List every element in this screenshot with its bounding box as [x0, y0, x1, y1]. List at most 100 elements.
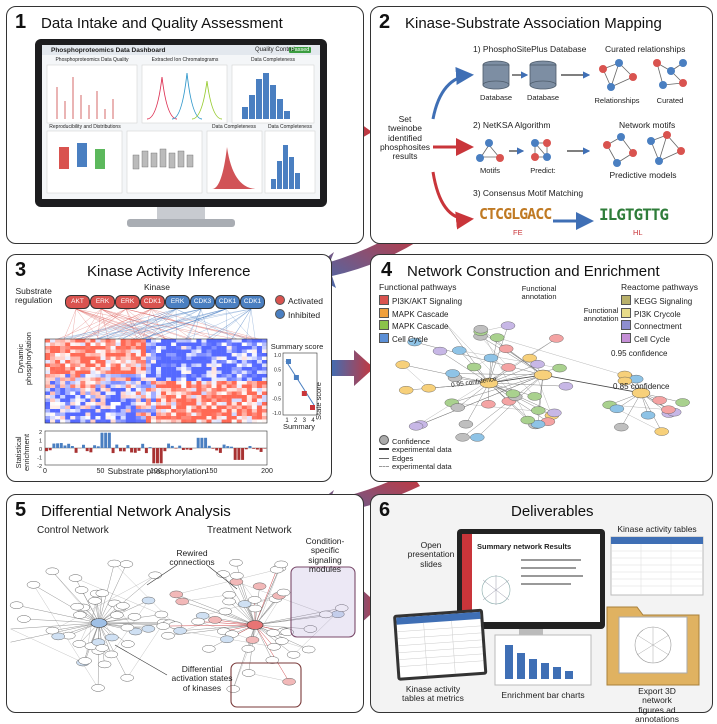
heatmap-cell	[95, 360, 100, 364]
heatmap-cell	[217, 385, 222, 389]
heatmap-cell	[156, 381, 161, 385]
heatmap-cell	[206, 364, 211, 368]
heatmap-cell	[146, 406, 151, 410]
heatmap-cell	[206, 378, 211, 382]
network-edge	[24, 619, 99, 623]
heatmap-cell	[212, 413, 217, 417]
heatmap-cell	[80, 381, 85, 385]
heatmap-cell	[257, 346, 262, 350]
network-node	[547, 409, 561, 417]
heatmap-cell	[161, 350, 166, 354]
heatmap-cell	[50, 399, 55, 403]
heatmap-cell	[191, 353, 196, 357]
legend-activated-text: Activated	[288, 296, 323, 306]
heatmap-cell	[222, 353, 227, 357]
condition-module-box	[291, 567, 355, 637]
heatmap-cell	[171, 395, 176, 399]
heatmap-cell	[146, 367, 151, 371]
heatmap-cell	[227, 406, 232, 410]
sequence-logo-1: CTCGLGACC	[479, 205, 551, 223]
heatmap-cell	[111, 413, 116, 417]
network-node	[121, 641, 134, 648]
heatmap-cell	[141, 420, 146, 424]
heatmap-cell	[141, 392, 146, 396]
heatmap-cell	[151, 385, 156, 389]
heatmap-cell	[111, 402, 116, 406]
heatmap-cell	[65, 392, 70, 396]
heatmap-cell	[151, 346, 156, 350]
heatmap-cell	[201, 392, 206, 396]
heatmap-cell	[95, 420, 100, 424]
heatmap-cell	[136, 378, 141, 382]
heatmap-cell	[196, 388, 201, 392]
heatmap-cell	[126, 420, 131, 424]
bar-y-tick: -2	[37, 464, 42, 470]
heatmap-cell	[201, 339, 206, 343]
heatmap-cell	[136, 374, 141, 378]
heatmap-cell	[75, 392, 80, 396]
heatmap-cell	[212, 357, 217, 361]
heatmap-cell	[90, 388, 95, 392]
heatmap-cell	[146, 360, 151, 364]
heatmap-cell	[70, 409, 75, 413]
panel-kinase-substrate-mapping: 2 Kinase-Substrate Association Mapping	[370, 6, 713, 244]
heatmap-cell	[95, 350, 100, 354]
legend-exp2: experimental data	[379, 463, 452, 471]
heatmap-cell	[85, 409, 90, 413]
heatmap-cell	[146, 353, 151, 357]
enrichment-bar	[152, 448, 155, 463]
heatmap-cell	[75, 399, 80, 403]
network-node	[531, 407, 545, 415]
network-node	[610, 405, 624, 413]
heatmap-cell	[80, 402, 85, 406]
heatmap-cell	[146, 385, 151, 389]
network-edge	[621, 393, 641, 427]
heatmap-cell	[232, 388, 237, 392]
heatmap-cell	[196, 360, 201, 364]
bar-y-tick: 0	[39, 447, 42, 453]
heatmap-cell	[65, 381, 70, 385]
heatmap-cell	[111, 399, 116, 403]
heatmap-cell	[262, 350, 267, 354]
heatmap-cell	[156, 360, 161, 364]
heatmap-cell	[106, 388, 111, 392]
heatmap-cell	[262, 416, 267, 420]
heatmap-cell	[156, 402, 161, 406]
slides-label: Open presentation slides	[408, 541, 455, 569]
heatmap-cell	[45, 395, 50, 399]
func-text: MAPK Cascade	[392, 322, 448, 331]
heatmap-cell	[212, 420, 217, 424]
heatmap-cell	[242, 371, 247, 375]
heatmap-cell	[206, 374, 211, 378]
heatmap-cell	[191, 385, 196, 389]
heatmap-cell	[106, 399, 111, 403]
legend-inhibited: Inhibited	[275, 309, 320, 320]
heatmap-cell	[121, 343, 126, 347]
heatmap-cell	[55, 367, 60, 371]
predict-label: Predict:	[530, 167, 555, 175]
heatmap-cell	[252, 378, 257, 382]
heatmap-cell	[232, 385, 237, 389]
heatmap-cell	[141, 343, 146, 347]
heatmap-cell	[201, 353, 206, 357]
heatmap-cell	[60, 385, 65, 389]
heatmap-cell	[60, 357, 65, 361]
heatmap-cell	[75, 416, 80, 420]
heatmap-cell	[252, 339, 257, 343]
heatmap-cell	[262, 402, 267, 406]
heatmap-cell	[181, 339, 186, 343]
kinase-node-0: AKT	[65, 295, 90, 309]
heatmap-cell	[247, 378, 252, 382]
heatmap-cell	[227, 388, 232, 392]
heatmap-cell	[171, 385, 176, 389]
heatmap-cell	[131, 339, 136, 343]
network-node	[433, 347, 447, 355]
heatmap-cell	[252, 353, 257, 357]
network-node	[174, 627, 187, 634]
heatmap-cell	[50, 409, 55, 413]
heatmap-cell	[45, 409, 50, 413]
heatmap-cell	[166, 346, 171, 350]
func-item-2: MAPK Cascade	[379, 320, 462, 333]
heatmap-cell	[126, 371, 131, 375]
heatmap-cell	[201, 346, 206, 350]
